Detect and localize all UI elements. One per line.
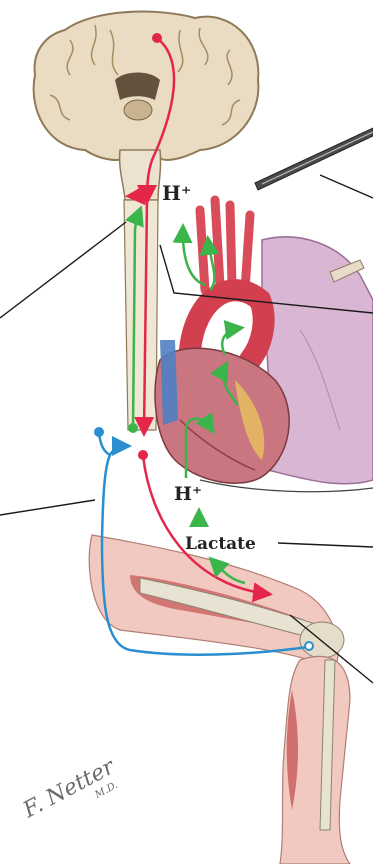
label-lactate: Lactate [185,534,256,554]
green-aortic-arrow [222,328,240,355]
knee-joint [300,622,344,658]
spinal-cord [124,200,158,430]
label-h-plus-heart: H⁺ [174,483,202,505]
blue-receptor-ring [305,642,313,650]
leader-line-probe [320,175,373,198]
label-h-plus-brain: H⁺ [162,181,191,205]
probe-highlight [262,132,373,184]
leader-line-afferent [0,500,95,515]
red-branch-arrow [130,195,150,196]
heart-vein-blue [160,340,178,425]
brain-ventricles [115,73,160,101]
artist-signature: F. Netter M.D. [18,754,125,834]
leader-line-lactate [278,543,373,547]
brain-thalamus [124,100,152,120]
leader-line-brainstem [0,222,126,318]
